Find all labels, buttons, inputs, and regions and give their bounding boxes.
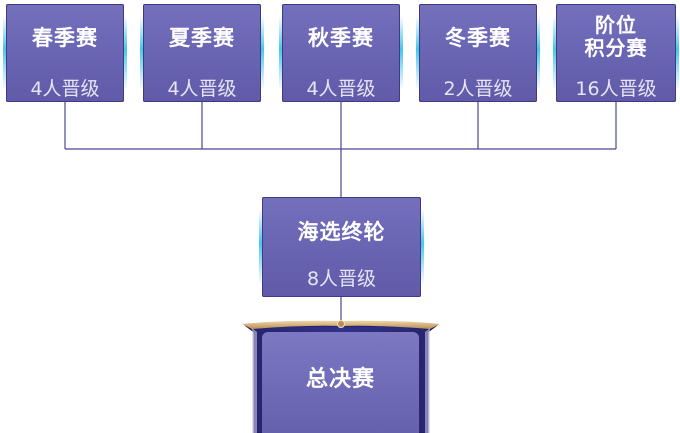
stage-quota: 2人晋级	[443, 78, 513, 100]
stage-card-summer: 夏季赛 4人晋级	[140, 4, 264, 102]
stage-card-winter: 冬季赛 2人晋级	[416, 4, 540, 102]
stage-name: 冬季赛	[445, 26, 511, 50]
stage-card-autumn: 秋季赛 4人晋级	[279, 4, 403, 102]
stage-card-ranked: 阶位 积分赛 16人晋级	[553, 4, 679, 102]
final-name: 总决赛	[305, 367, 375, 392]
qualifier-card: 海选终轮 8人晋级	[259, 197, 424, 297]
stage-quota: 4人晋级	[167, 78, 237, 100]
stage-name: 春季赛	[32, 26, 98, 50]
stage-name: 夏季赛	[169, 26, 235, 50]
stage-quota: 4人晋级	[30, 78, 100, 100]
qualifier-name: 海选终轮	[297, 220, 386, 244]
stage-name: 秋季赛	[308, 26, 374, 50]
stage-quota: 16人晋级	[575, 78, 657, 100]
stage-card-spring: 春季赛 4人晋级	[3, 4, 127, 102]
stage-name-line2: 积分赛	[584, 36, 648, 60]
final-card: 总决赛	[262, 332, 419, 433]
stage-quota: 4人晋级	[306, 78, 376, 100]
stage-name-line1: 阶位	[595, 13, 637, 37]
qualifier-quota: 8人晋级	[306, 268, 377, 290]
